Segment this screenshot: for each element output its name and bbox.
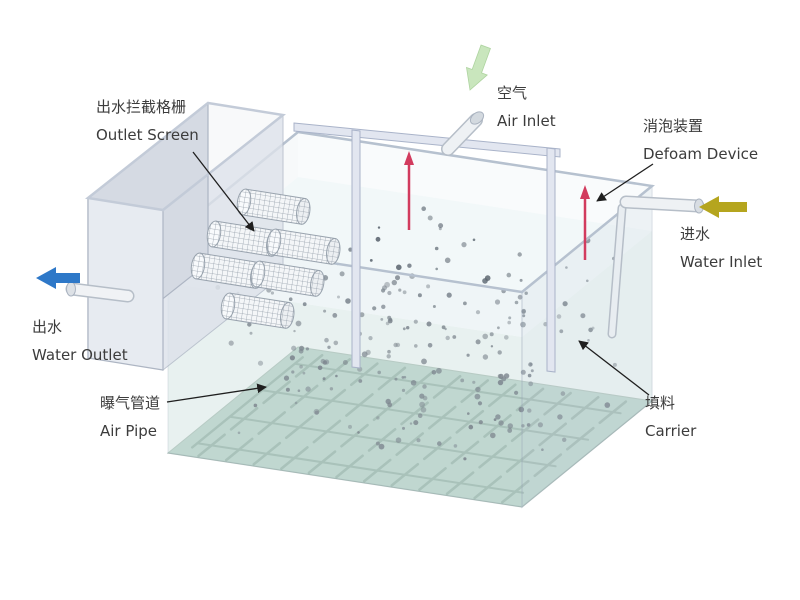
label-defoam-device-zh: 消泡装置: [643, 117, 704, 135]
frame-post-right: [546, 147, 556, 373]
air-pipe-leader: [166, 383, 267, 403]
air-pipe-grid: [190, 353, 628, 504]
defoam-arrowhead: [580, 185, 590, 199]
support-frame: [293, 122, 561, 373]
label-carrier-en: Carrier: [645, 421, 697, 440]
label-water-inlet-zh: 进水: [680, 225, 711, 243]
chamber-rim: [84, 101, 287, 212]
air-inlet-arrow: [466, 44, 491, 91]
outlet-screen-leader: [192, 151, 255, 232]
label-air-inlet-zh: 空气: [497, 84, 528, 102]
label-outlet-screen: 出水拦截格栅 Outlet Screen: [96, 94, 199, 150]
defoam-device-arrows: [404, 151, 590, 260]
leader-lines: [166, 151, 654, 403]
label-water-inlet-en: Water Inlet: [680, 252, 763, 271]
air-inlet-pipe: [441, 111, 485, 156]
flow-arrows: [36, 44, 747, 289]
label-carrier-zh: 填料: [645, 394, 676, 412]
label-air-pipe-zh: 曝气管道: [100, 394, 161, 412]
water-inlet-pipe: [619, 195, 705, 214]
label-outlet-screen-en: Outlet Screen: [96, 125, 199, 144]
label-air-inlet: 空气 Air Inlet: [497, 80, 556, 136]
water-body-right: [522, 231, 652, 507]
inlet-drop-pipe: [607, 203, 627, 339]
defoam-device-leader: [596, 163, 654, 202]
label-air-pipe-en: Air Pipe: [100, 421, 157, 440]
defoam-arrowhead: [404, 151, 414, 165]
label-carrier: 填料 Carrier: [645, 390, 696, 446]
label-outlet-screen-zh: 出水拦截格栅: [96, 98, 187, 116]
label-air-pipe: 曝气管道 Air Pipe: [100, 390, 160, 446]
water-outlet-pipe: [65, 281, 135, 303]
water-body-front: [168, 283, 522, 507]
label-defoam-device-en: Defoam Device: [643, 144, 759, 163]
label-defoam-device: 消泡装置 Defoam Device: [643, 113, 758, 169]
frame-post-left: [351, 129, 361, 369]
water-inlet-arrow: [699, 196, 747, 218]
main-tank: [165, 130, 655, 509]
label-water-outlet-zh: 出水: [32, 318, 63, 336]
carrier-leader: [578, 340, 650, 396]
label-water-outlet-en: Water Outlet: [32, 345, 128, 364]
tank-back-wall: [298, 132, 652, 231]
label-water-outlet: 出水 Water Outlet: [32, 314, 128, 370]
label-air-inlet-en: Air Inlet: [497, 111, 556, 130]
tank-floor: [166, 346, 654, 508]
label-water-inlet: 进水 Water Inlet: [680, 221, 762, 277]
water-outlet-arrow: [36, 267, 80, 289]
